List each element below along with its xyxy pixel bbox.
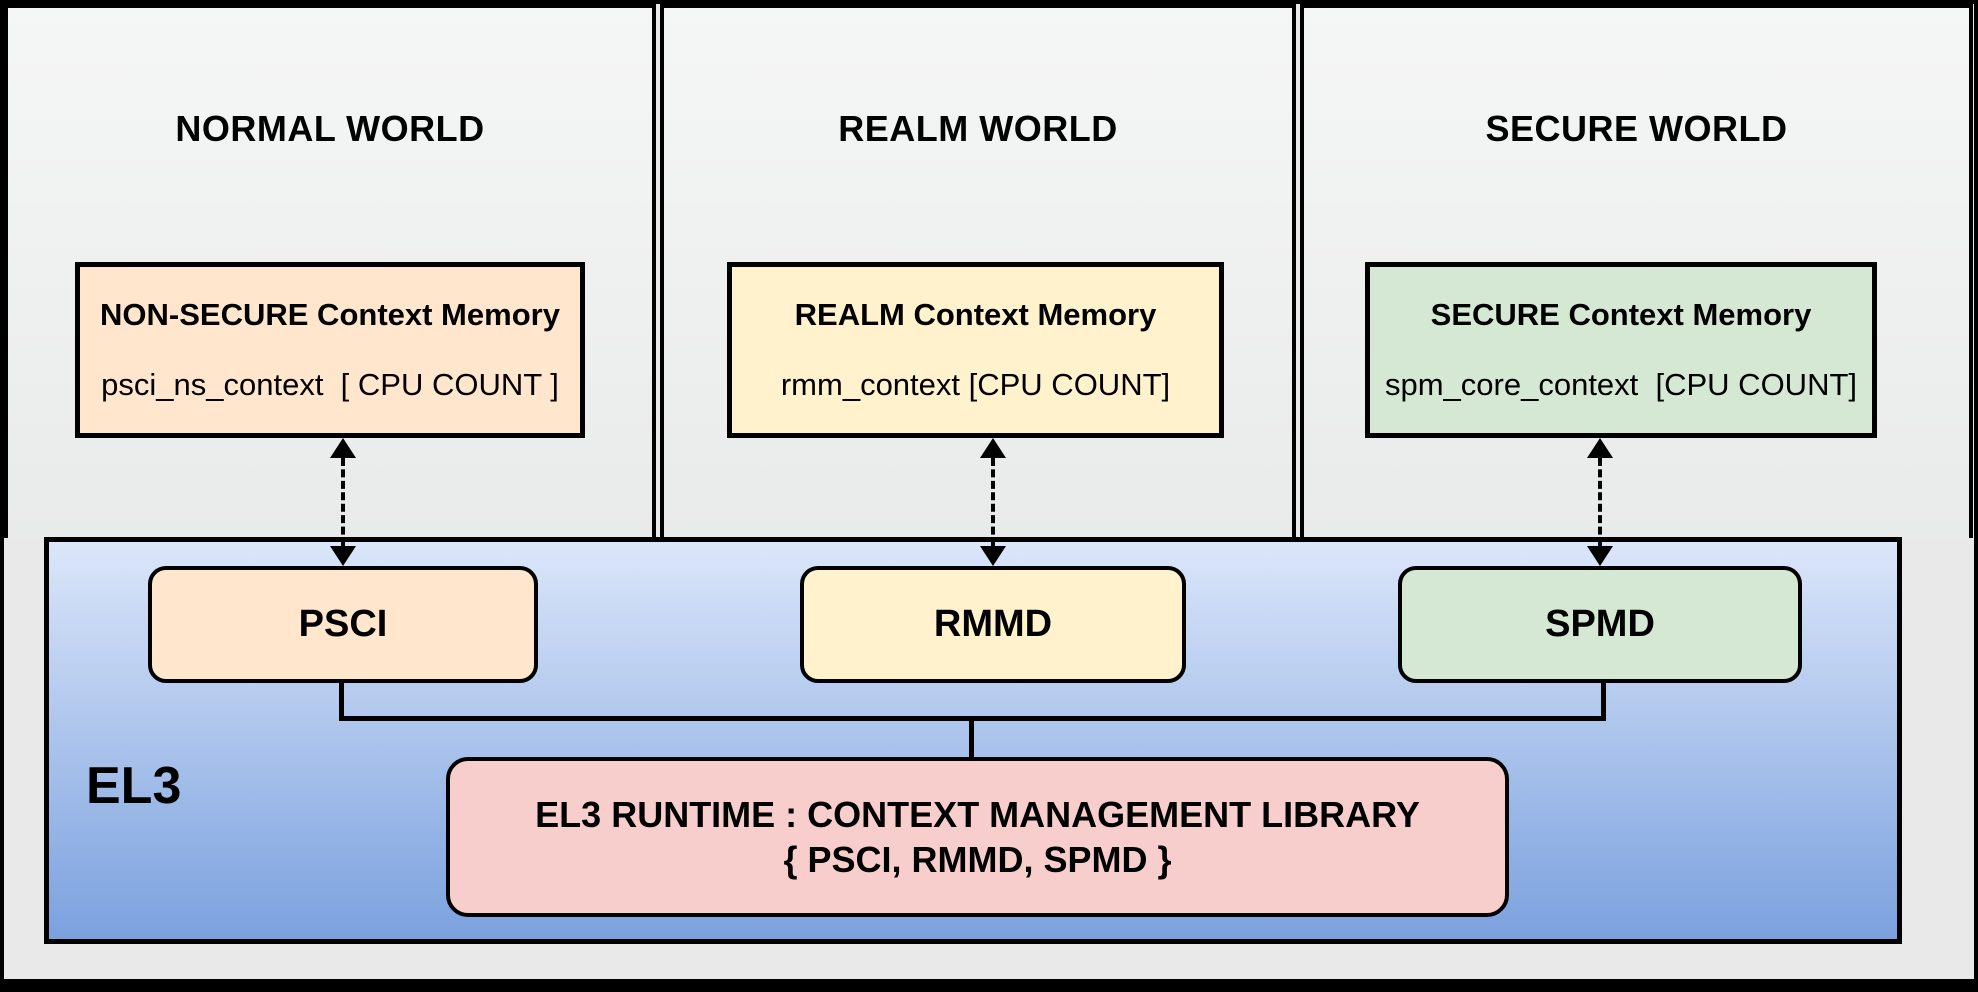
el3-label: EL3 (86, 757, 182, 815)
runtime-line-1: EL3 RUNTIME : CONTEXT MANAGEMENT LIBRARY (535, 794, 1420, 835)
secure-world-title: SECURE WORLD (1485, 108, 1788, 149)
connector-psci-to-bus (339, 683, 344, 720)
memory-value: psci_ns_context [ CPU COUNT ] (101, 367, 559, 402)
memory-title: REALM Context Memory (794, 296, 1157, 332)
dashed-line (1598, 458, 1602, 546)
memory-value: spm_core_context [CPU COUNT] (1384, 367, 1858, 402)
spmd-box: SPMD (1398, 566, 1802, 683)
memory-value: rmm_context [CPU COUNT] (780, 367, 1171, 402)
arrowhead-down-icon (1587, 546, 1613, 566)
arrowhead-down-icon (330, 546, 356, 566)
el3-runtime-library-box: EL3 RUNTIME : CONTEXT MANAGEMENT LIBRARY… (446, 757, 1509, 917)
psci-label: PSCI (298, 603, 388, 645)
dashed-arrow-secure (1586, 438, 1614, 566)
connector-bus-to-runtime (969, 716, 974, 761)
memory-title: NON-SECURE Context Memory (100, 296, 560, 332)
secure-context-memory-box: SECURE Context Memory spm_core_context [… (1365, 262, 1877, 438)
runtime-line-2: { PSCI, RMMD, SPMD } (783, 839, 1172, 880)
dashed-arrow-realm (979, 438, 1007, 566)
dashed-line (341, 458, 345, 546)
arrowhead-up-icon (1587, 438, 1613, 458)
rmmd-label: RMMD (933, 603, 1053, 645)
connector-spmd-to-bus (1601, 683, 1606, 720)
rmmd-box: RMMD (800, 566, 1186, 683)
arrowhead-down-icon (980, 546, 1006, 566)
spmd-label: SPMD (1545, 603, 1655, 645)
non-secure-context-memory-box: NON-SECURE Context Memory psci_ns_contex… (75, 262, 585, 438)
normal-world-title: NORMAL WORLD (175, 108, 485, 149)
dashed-arrow-normal (329, 438, 357, 566)
dashed-line (991, 458, 995, 546)
realm-context-memory-box: REALM Context Memory rmm_context [CPU CO… (727, 262, 1224, 438)
memory-title: SECURE Context Memory (1430, 296, 1812, 332)
arrowhead-up-icon (330, 438, 356, 458)
psci-box: PSCI (148, 566, 538, 683)
realm-world-title: REALM WORLD (838, 108, 1118, 149)
arrowhead-up-icon (980, 438, 1006, 458)
